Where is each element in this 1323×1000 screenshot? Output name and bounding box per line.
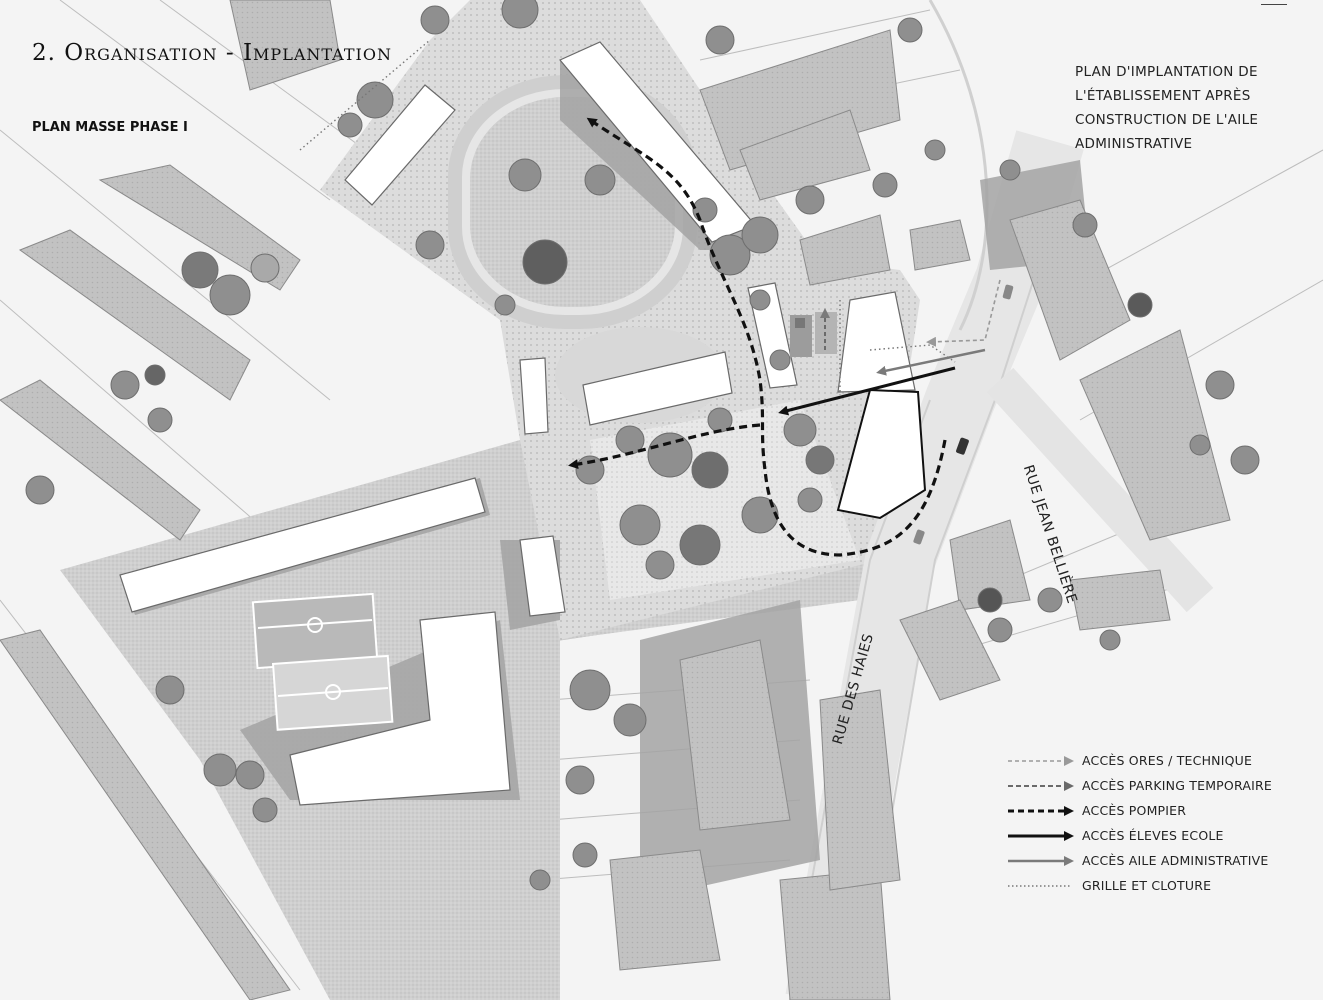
legend-item: GRILLE ET CLOTURE bbox=[1008, 873, 1272, 898]
legend-item: ACCÈS ORES / TECHNIQUE bbox=[1008, 748, 1272, 773]
legend-item: ACCÈS PARKING TEMPORAIRE bbox=[1008, 773, 1272, 798]
route-pompier bbox=[586, 117, 947, 557]
route-pompier-branch bbox=[568, 423, 761, 470]
neighbour-houses bbox=[0, 0, 1231, 1000]
route-ores bbox=[926, 279, 1001, 347]
plan-description: PLAN D'IMPLANTATION DE L'ÉTABLISSEMENT A… bbox=[1075, 64, 1259, 152]
building-north-west bbox=[344, 84, 456, 206]
legend-label: ACCÈS ÉLEVES ECOLE bbox=[1082, 828, 1224, 843]
building-classroom bbox=[582, 351, 733, 426]
legend-label: ACCÈS POMPIER bbox=[1082, 803, 1187, 818]
legend-symbol-aile-administrative bbox=[1008, 855, 1074, 866]
page-title: 2. Organisation - Implantation bbox=[32, 40, 392, 66]
legend-symbol-eleves bbox=[1008, 830, 1074, 841]
legend-symbol-grille bbox=[1008, 884, 1072, 887]
building-pavilion bbox=[519, 535, 566, 617]
legend-item: ACCÈS POMPIER bbox=[1008, 798, 1272, 823]
legend-label: ACCÈS PARKING TEMPORAIRE bbox=[1082, 778, 1272, 793]
building-admin-wing-top bbox=[837, 291, 916, 393]
plan-subtitle: PLAN MASSE PHASE I bbox=[32, 120, 188, 135]
legend-label: ACCÈS AILE ADMINISTRATIVE bbox=[1082, 853, 1269, 868]
building-admin-wing-bottom bbox=[836, 388, 927, 520]
legend-item: ACCÈS AILE ADMINISTRATIVE bbox=[1008, 848, 1272, 873]
building-small-west bbox=[519, 357, 549, 435]
fence-line bbox=[299, 39, 956, 395]
trees bbox=[25, 0, 1260, 891]
corner-mark bbox=[1261, 0, 1287, 5]
route-eleves bbox=[778, 366, 956, 416]
legend-symbol-parking bbox=[1008, 780, 1074, 791]
legend-symbol-ores bbox=[1008, 755, 1074, 766]
building-l-shaped bbox=[289, 611, 511, 806]
legend-label: GRILLE ET CLOTURE bbox=[1082, 878, 1212, 893]
school-buildings bbox=[119, 41, 927, 806]
sports-courts bbox=[251, 592, 394, 731]
legend-label: ACCÈS ORES / TECHNIQUE bbox=[1082, 753, 1253, 768]
legend: ACCÈS ORES / TECHNIQUE ACCÈS PARKING TEM… bbox=[1008, 748, 1272, 898]
building-gymnasium bbox=[119, 477, 486, 613]
route-aile-administrative bbox=[876, 348, 986, 376]
legend-symbol-pompier bbox=[1008, 805, 1074, 816]
cars bbox=[913, 284, 1014, 545]
legend-item: ACCÈS ÉLEVES ECOLE bbox=[1008, 823, 1272, 848]
